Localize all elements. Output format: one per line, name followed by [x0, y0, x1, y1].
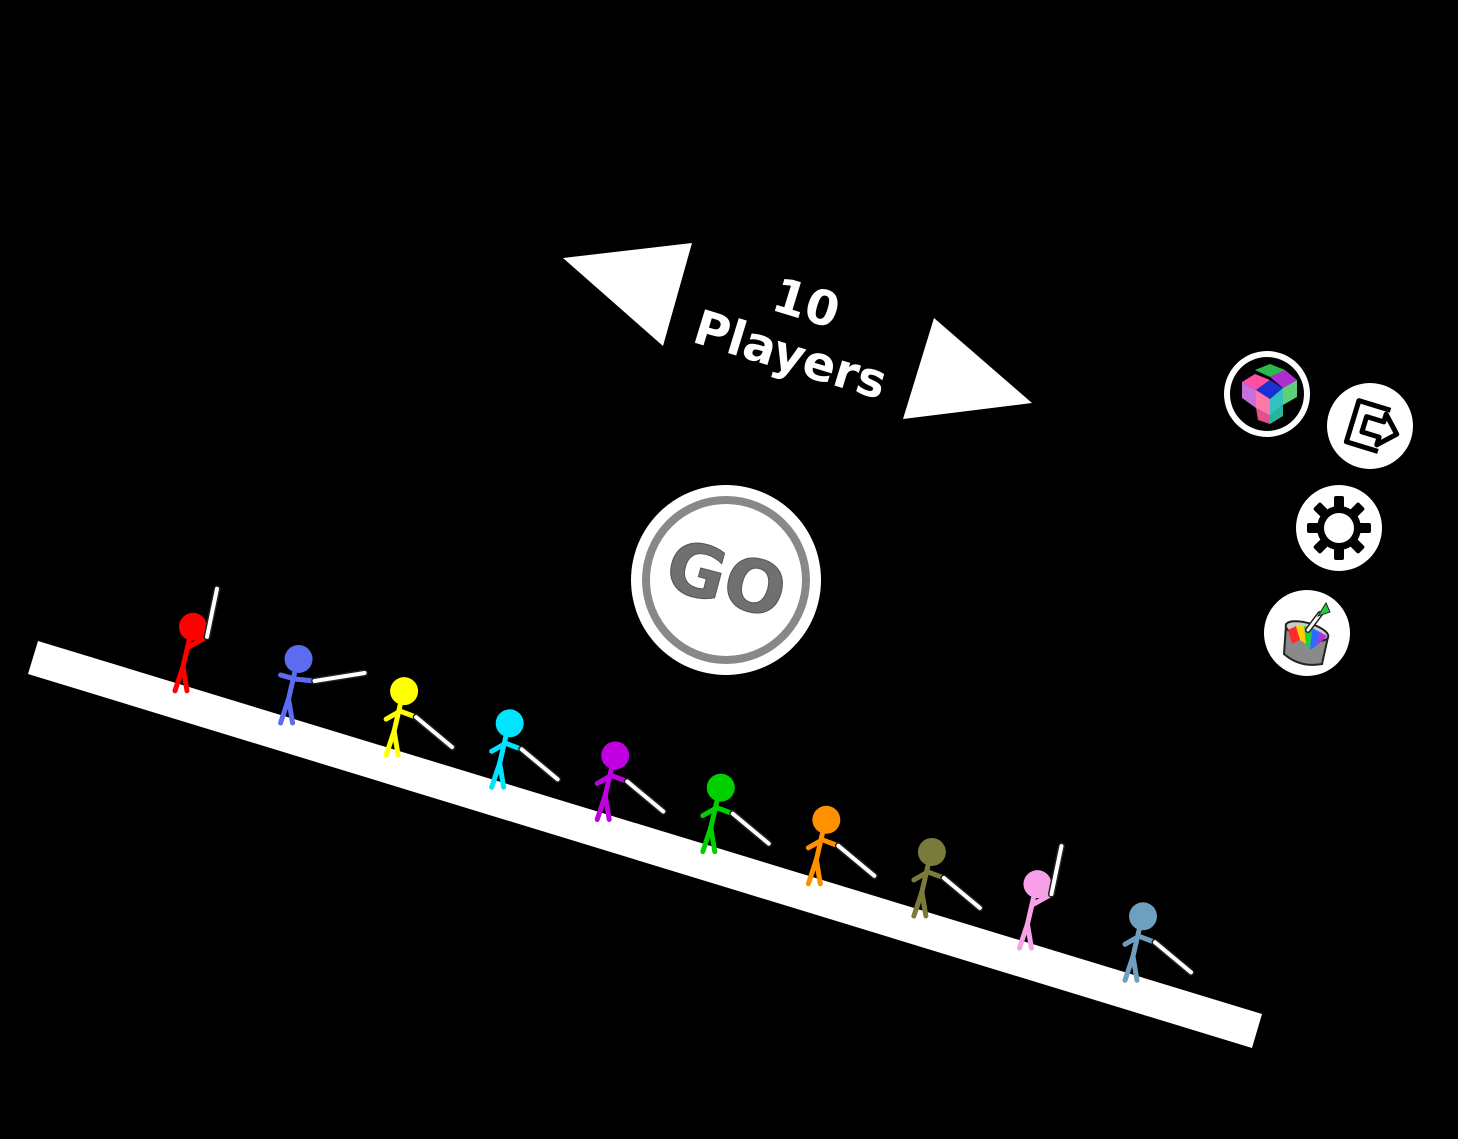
player-figure [594, 741, 667, 822]
colorful-cube-icon [1242, 364, 1297, 424]
exit-button[interactable] [1327, 383, 1413, 469]
go-button[interactable]: GO [631, 485, 821, 675]
paint-bucket-button[interactable] [1264, 590, 1350, 676]
player-figure [172, 585, 221, 694]
player-figure [1122, 902, 1195, 983]
player-figure [489, 709, 562, 790]
next-players-button[interactable] [903, 318, 1032, 419]
player-figure [383, 677, 456, 758]
platform [28, 641, 1262, 1048]
cube-skins-button[interactable] [1224, 351, 1310, 437]
gear-icon [1307, 496, 1371, 560]
player-figure [911, 837, 984, 919]
player-figure [278, 644, 369, 726]
settings-button[interactable] [1296, 485, 1382, 571]
prev-players-button[interactable] [563, 243, 692, 346]
player-selector: 10 Players [563, 243, 1032, 419]
exit-door-icon [1343, 398, 1400, 454]
player-figure [805, 805, 878, 887]
paint-bucket-icon [1282, 601, 1331, 666]
player-figure [1016, 842, 1065, 951]
player-figure [700, 773, 773, 855]
player-figures [172, 585, 1195, 983]
